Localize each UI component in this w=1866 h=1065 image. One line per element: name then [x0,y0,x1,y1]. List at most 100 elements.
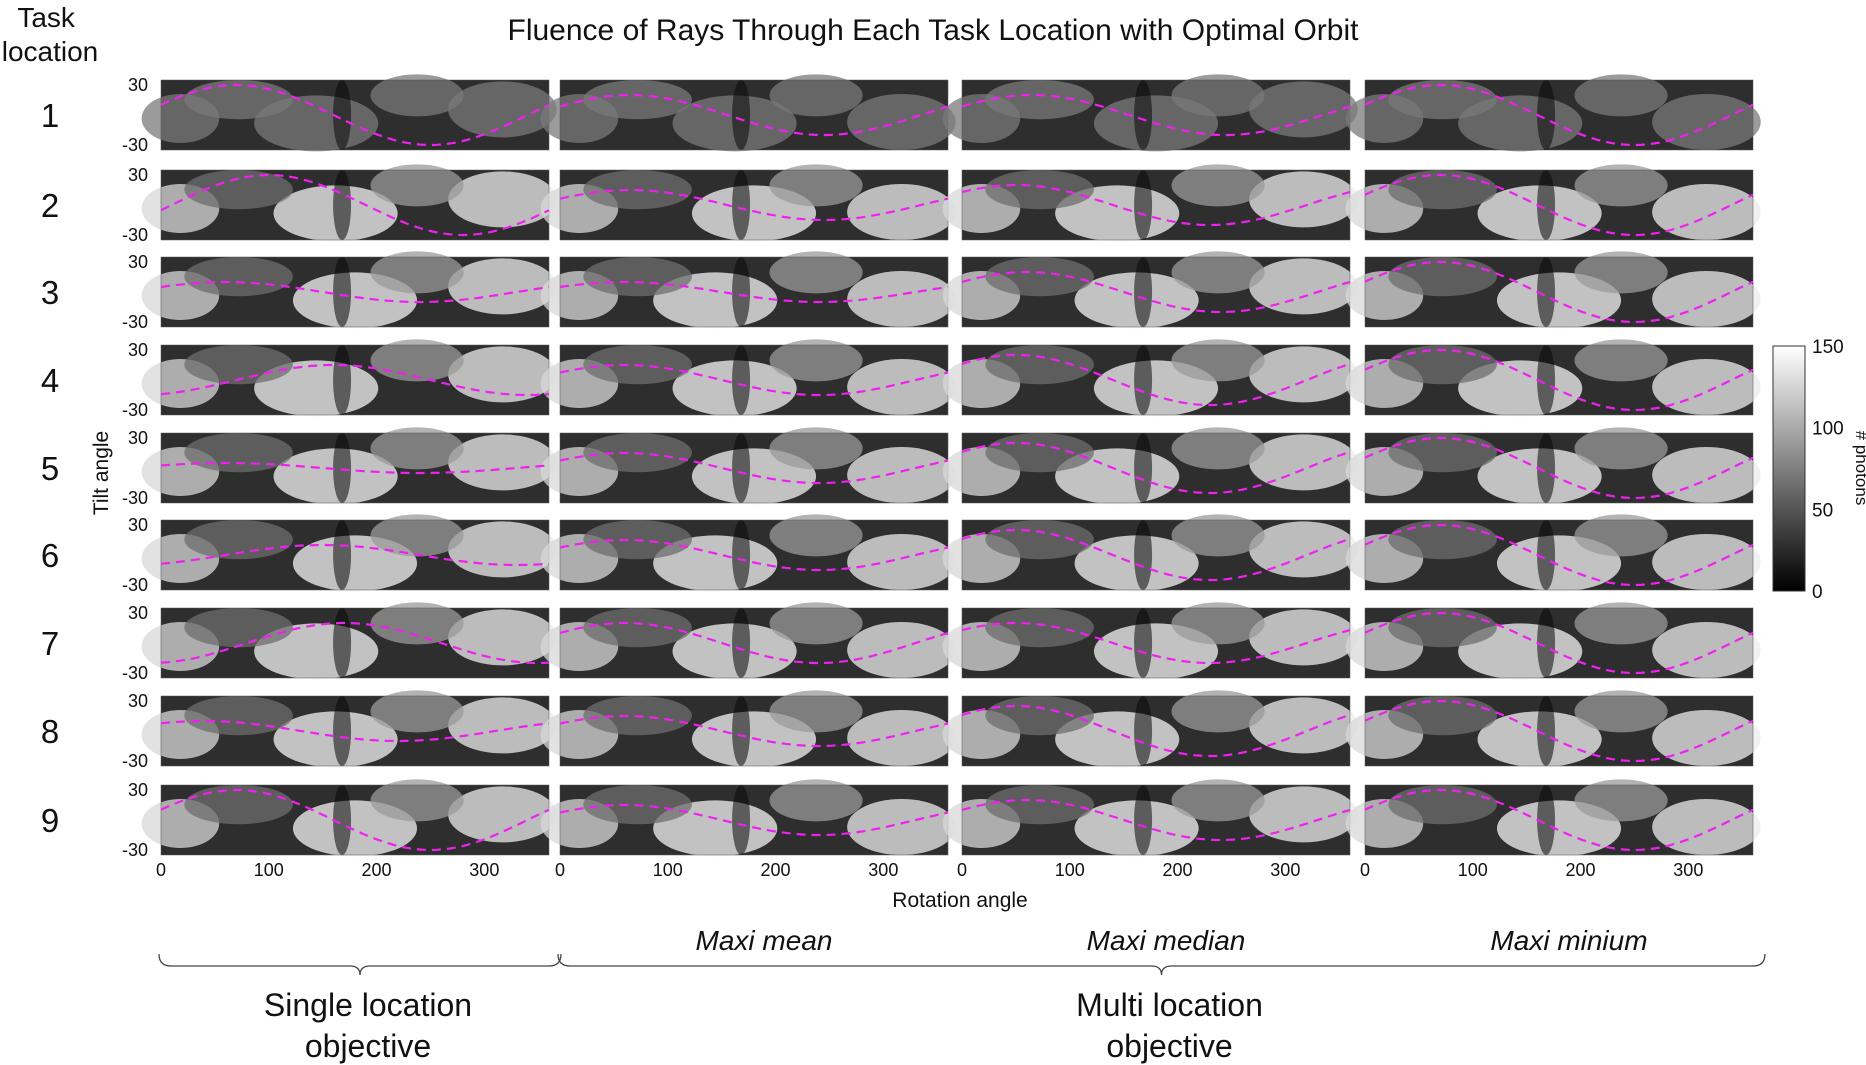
x-tick-label: 100 [653,860,683,880]
heatmap-panel [942,602,1358,680]
heatmap-panel [942,779,1358,857]
heatmap-panel [942,690,1358,768]
x-tick-label: 0 [156,860,166,880]
orbit-curve [160,461,550,475]
orbit-curve [961,528,1351,582]
heatmap-panel [141,779,557,857]
group-brace [557,953,1766,976]
x-tick-label: 0 [555,860,565,880]
heatmap-panel [141,602,557,680]
orbit-curve [559,363,949,397]
y-tick-label: 30 [128,428,148,448]
heatmap-panel [1345,74,1761,152]
x-tick-label: 200 [1163,860,1193,880]
row-label: 9 [41,802,59,839]
colorbar-tick-label: 0 [1812,582,1823,603]
row-label: 2 [41,187,59,224]
orbit-curve [1364,788,1754,852]
y-tick-label: 30 [128,165,148,185]
heatmap-panel [942,74,1358,152]
heatmap-panel [540,339,956,417]
x-tick-label: 300 [1270,860,1300,880]
x-tick-label: 200 [1566,860,1596,880]
row-label: 7 [41,625,59,662]
orbit-curve [961,798,1351,842]
heatmap-panel [540,602,956,680]
orbit-curve [961,93,1351,137]
heatmap-panel [540,251,956,329]
y-tick-label: -30 [122,840,148,860]
heatmap-panel [1345,251,1761,329]
row-label: 1 [41,97,59,134]
y-tick-label: 30 [128,780,148,800]
heatmap-panel [1345,779,1761,857]
y-axis-label: Tilt angle [90,431,113,515]
x-tick-label: 0 [957,860,967,880]
row-label: 5 [41,450,59,487]
y-tick-label: 30 [128,691,148,711]
y-tick-label: -30 [122,225,148,245]
orbit-curve [961,270,1351,314]
heatmap-panel [540,779,956,857]
x-axis-label: Rotation angle [892,889,1027,912]
x-tick-label: 200 [761,860,791,880]
heatmap-panel [141,690,557,768]
orbit-curve [1364,348,1754,412]
heatmap-panel [1345,427,1761,505]
orbit-curve [1364,260,1754,324]
y-tick-label: 30 [128,340,148,360]
y-tick-label: -30 [122,400,148,420]
colorbar-ticks: 150 100 50 0 [1812,337,1844,603]
heatmap-panel [141,251,557,329]
orbit-curve [559,538,949,572]
x-tick-label: 0 [1360,860,1370,880]
orbit-curve [160,719,550,743]
x-tick-label: 300 [1673,860,1703,880]
orbit-curve [559,280,949,304]
x-tick-label: 100 [1458,860,1488,880]
heatmap-panel [540,164,956,242]
colorbar-tick-label: 100 [1812,419,1844,440]
colorbar-tick-label: 150 [1812,337,1844,358]
orbit-curve [1364,83,1754,147]
y-tick-label: 30 [128,252,148,272]
colorbar-tick-label: 50 [1812,500,1833,521]
task-location-label: Task location [2,2,99,67]
y-tick-label: -30 [122,312,148,332]
orbit-curve [1364,436,1754,500]
y-tick-labels: 30-3030-3030-3030-3030-3030-3030-3030-30… [122,75,148,860]
row-label: 6 [41,537,59,574]
row-label: 8 [41,713,59,750]
y-tick-label: -30 [122,575,148,595]
orbit-curve [961,353,1351,407]
colorbar-label: # photons [1852,431,1866,506]
group-braces [158,953,1766,976]
row-label: 4 [41,362,59,399]
heatmap-panel [942,164,1358,242]
orbit-curve [559,451,949,485]
y-tick-label: -30 [122,663,148,683]
heatmap-panel [141,514,557,592]
method-label: Maxi minium [1490,925,1647,956]
heatmap-panel [141,339,557,417]
heatmap-panel [141,427,557,505]
heatmap-panels [141,74,1761,857]
heatmap-panel [1345,339,1761,417]
y-tick-label: 30 [128,75,148,95]
orbit-curve [559,803,949,837]
heatmap-panel [1345,514,1761,592]
x-tick-label: 100 [1055,860,1085,880]
orbit-curve [160,280,550,304]
heatmap-panel [1345,164,1761,242]
x-tick-label: 200 [362,860,392,880]
orbit-curve [559,188,949,222]
orbit-curve [1364,173,1754,237]
x-tick-label: 100 [254,860,284,880]
chart-title: Fluence of Rays Through Each Task Locati… [508,14,1360,47]
y-tick-label: -30 [122,751,148,771]
colorbar-gradient [1772,345,1806,592]
